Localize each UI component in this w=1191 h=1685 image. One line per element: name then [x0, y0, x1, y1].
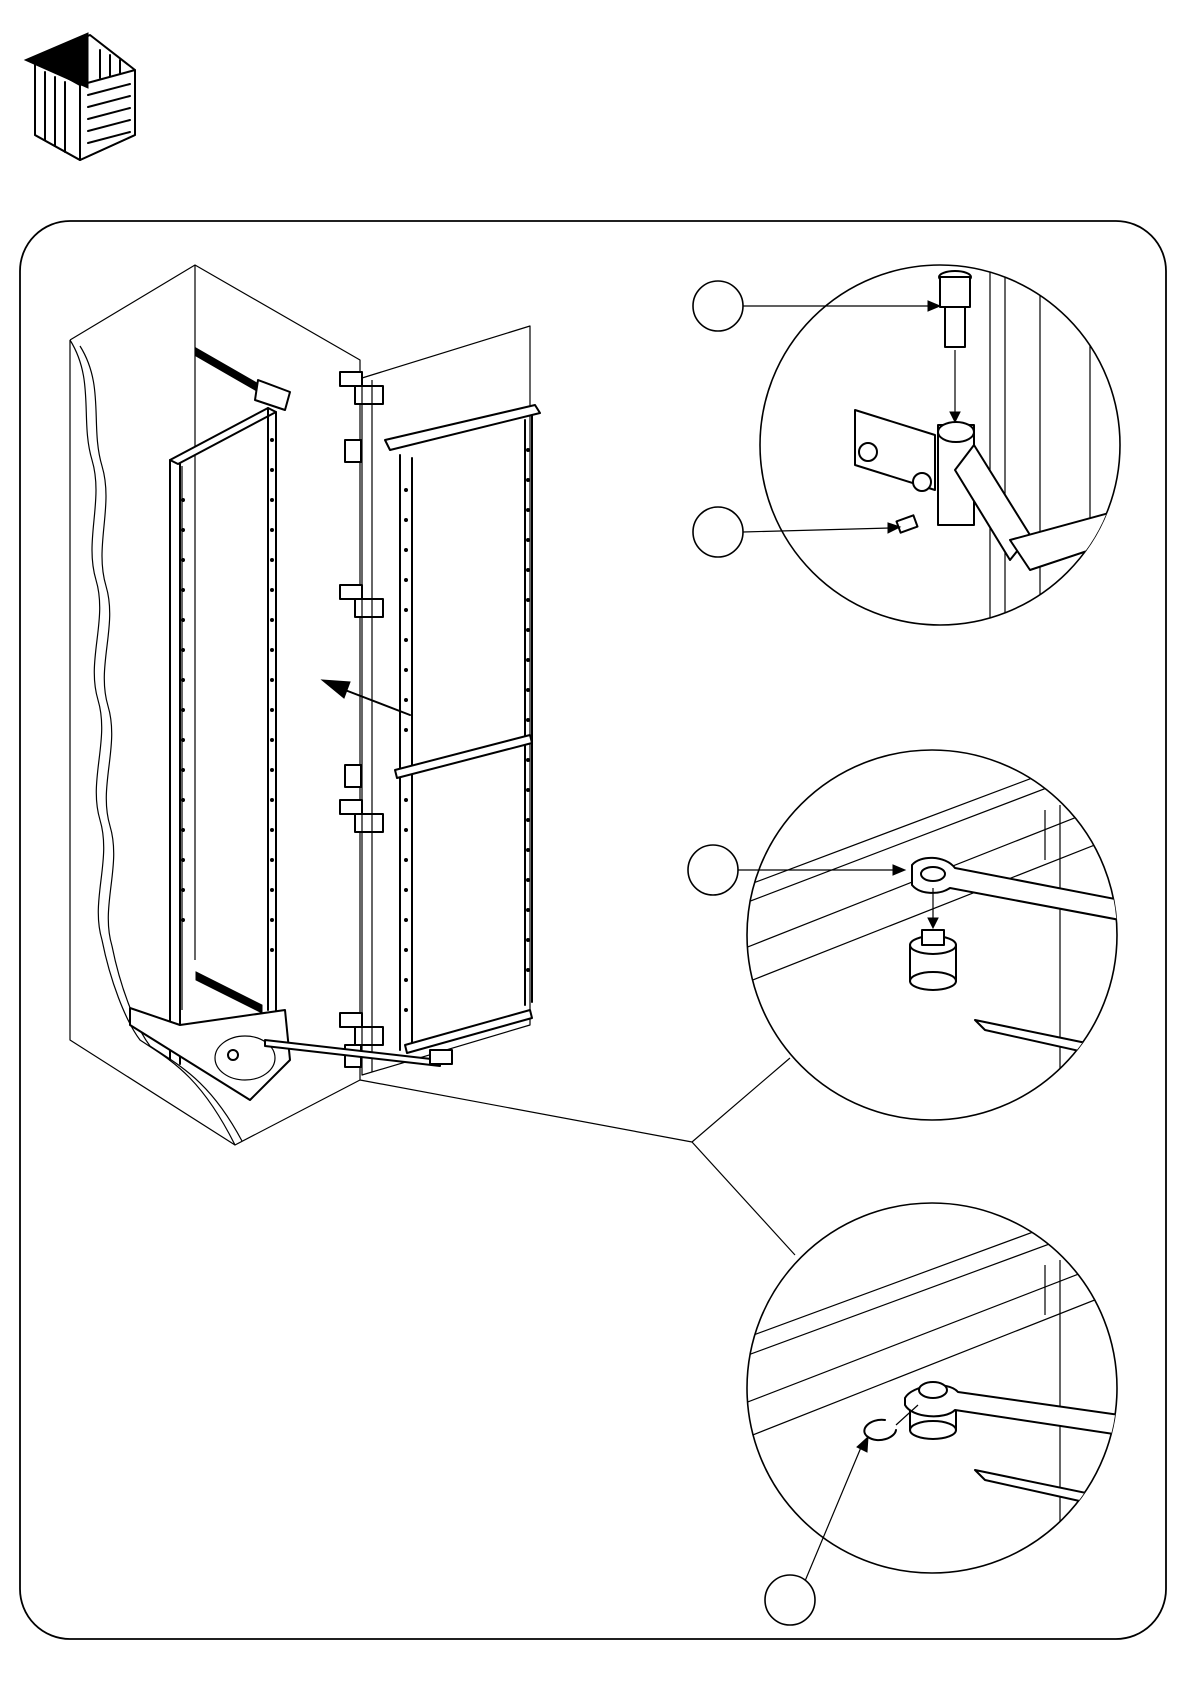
detail-e-clip-retainer — [740, 1200, 1120, 1625]
callout-clip — [765, 1575, 815, 1625]
callout-arm — [688, 845, 738, 895]
callout-pin — [693, 281, 743, 331]
detail-pin-and-set-screw — [693, 265, 1120, 630]
cabinet-pullout-view — [70, 265, 540, 1145]
pantry-pullout-product-icon — [25, 33, 135, 160]
cabinet-door — [362, 326, 530, 1075]
detail-leader — [360, 1058, 790, 1142]
callout-set-screw — [693, 507, 743, 557]
detail-arm-on-pivot — [688, 745, 1120, 1130]
cabinet-side-wall — [70, 265, 360, 1145]
